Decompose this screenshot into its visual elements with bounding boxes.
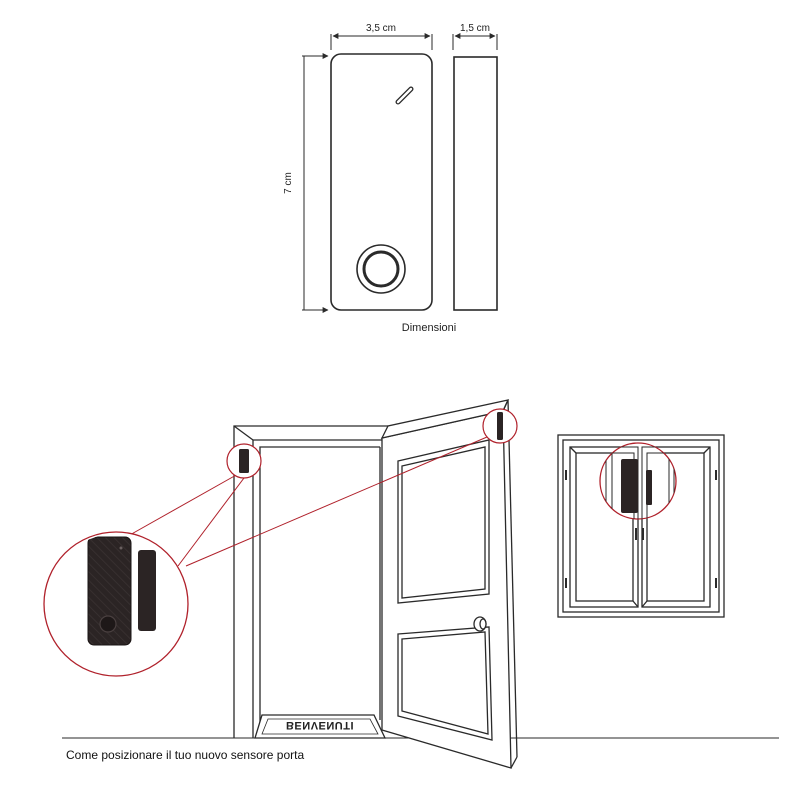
- window-sensor-callout: [599, 442, 677, 520]
- sensor-magnet: [138, 550, 156, 631]
- window-sensor-magnet: [646, 470, 652, 505]
- doormat: BENVENUTI: [254, 714, 387, 739]
- sensor-side-view: [453, 56, 498, 311]
- installation-section: BENVENUTI: [43, 399, 779, 769]
- open-door: [380, 399, 518, 769]
- sensor-zoom-callout: [43, 531, 189, 677]
- frame-sensor: [226, 443, 262, 479]
- doormat-text: BENVENUTI: [286, 719, 354, 731]
- depth-dimension: 1,5 cm: [452, 23, 498, 50]
- door-frame: [233, 425, 388, 738]
- window: [557, 434, 725, 618]
- depth-label: 1,5 cm: [460, 23, 490, 34]
- sensor-body: [88, 537, 131, 645]
- height-label: 7 cm: [283, 172, 294, 194]
- sensor-front-view: [330, 53, 433, 311]
- callout-lines: [127, 433, 495, 567]
- height-dimension: 7 cm: [283, 53, 329, 313]
- dimensions-section: 3,5 cm 1,5 cm 7 cm: [283, 23, 498, 334]
- door-sensor: [482, 408, 518, 444]
- width-dimension: 3,5 cm: [330, 23, 433, 50]
- sensor-zoom-button-icon: [99, 615, 117, 633]
- width-label: 3,5 cm: [366, 23, 396, 34]
- dimensions-caption: Dimensioni: [402, 322, 456, 334]
- window-sensor-body: [621, 459, 638, 513]
- installation-caption: Come posizionare il tuo nuovo sensore po…: [66, 748, 304, 762]
